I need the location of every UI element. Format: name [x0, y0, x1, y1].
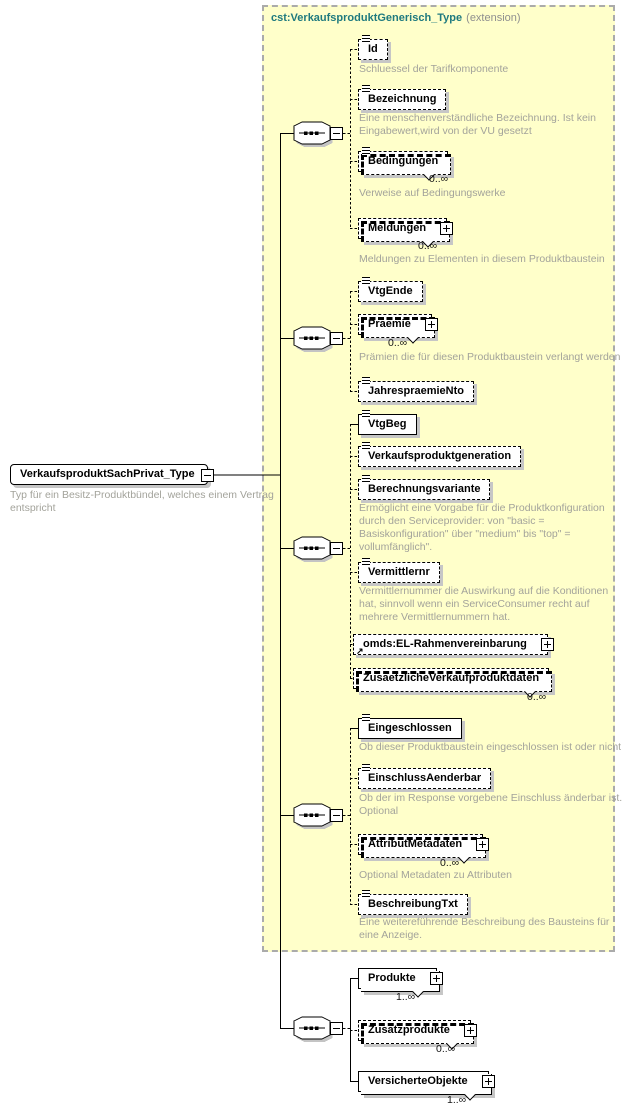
element-Praemie[interactable]: Praemie	[358, 314, 438, 344]
root-description: Typ für ein Besitz-Produktbündel, welche…	[10, 489, 274, 514]
expand-button[interactable]	[540, 637, 554, 651]
sequence-compositor[interactable]	[293, 536, 333, 562]
element-EinschlussAenderbar[interactable]: EinschlussAenderbar	[358, 764, 492, 789]
element-name: BeschreibungTxt	[368, 898, 458, 910]
element-description: Eine weitereführende Beschreibung des Ba…	[359, 916, 610, 941]
element-VtgEnde[interactable]: VtgEnde	[358, 277, 423, 302]
cardinality-label: 1..∞	[447, 1094, 467, 1106]
collapse-button[interactable]	[330, 332, 343, 345]
element-name: Eingeschlossen	[368, 722, 452, 734]
element-Id[interactable]: Id	[358, 35, 388, 60]
expand-button[interactable]	[429, 971, 443, 985]
element-name: VtgEnde	[368, 285, 413, 297]
element-name: Id	[368, 43, 378, 55]
element-Meldungen[interactable]: Meldungen	[358, 218, 454, 248]
element-VtgBeg[interactable]: VtgBeg	[358, 410, 417, 435]
element-Zusatzprodukte[interactable]: Zusatzprodukte	[358, 1020, 477, 1050]
expand-button[interactable]	[481, 1074, 495, 1088]
text-content-icon	[362, 377, 370, 385]
element-name: VersicherteObjekte	[368, 1075, 468, 1087]
element-name: Bezeichnung	[368, 93, 437, 105]
element-description: Eine menschenverständliche Bezeichnung. …	[359, 112, 596, 137]
element-name: Praemie	[368, 318, 411, 330]
cardinality-label: 0..∞	[429, 173, 449, 185]
sequence-compositor[interactable]	[293, 803, 333, 829]
element-name: omds:EL-Rahmenvereinbarung	[363, 638, 527, 650]
element-description: Vermittlernummer die Auswirkung auf die …	[359, 585, 609, 623]
sequence-compositor[interactable]	[293, 326, 333, 352]
expand-button[interactable]	[463, 1023, 477, 1037]
collapse-button[interactable]	[200, 469, 214, 482]
cardinality-label: 0..∞	[440, 857, 460, 869]
element-name: EinschlussAenderbar	[368, 772, 482, 784]
cardinality-label: 0..∞	[436, 1043, 456, 1055]
text-content-icon	[362, 442, 370, 450]
text-content-icon	[362, 277, 370, 285]
collapse-button[interactable]	[330, 809, 343, 822]
root-element-name: VerkaufsproduktSachPrivat_Type	[20, 468, 195, 480]
element-omds-EL-Rahmenvereinbarung[interactable]: ↗ omds:EL-Rahmenvereinbarung	[353, 634, 554, 656]
expand-button[interactable]	[440, 221, 454, 235]
element-name: Verkaufsproduktgeneration	[368, 450, 512, 462]
element-Eingeschlossen[interactable]: Eingeschlossen	[358, 714, 462, 739]
cardinality-label: 0..∞	[388, 337, 408, 349]
element-Vermittlernr[interactable]: Vermittlernr	[358, 558, 440, 583]
cardinality-label: 0..∞	[418, 240, 438, 252]
text-content-icon	[362, 85, 370, 93]
extension-kind-label: (extension)	[466, 12, 521, 24]
text-content-icon	[362, 35, 370, 43]
text-content-icon	[362, 558, 370, 566]
element-Bedingungen[interactable]: Bedingungen	[358, 147, 452, 181]
extension-header: cst:VerkaufsproduktGenerisch_Type(extens…	[271, 12, 521, 24]
element-name: Meldungen	[368, 222, 427, 234]
element-name: AttributMetadaten	[368, 838, 463, 850]
text-content-icon	[362, 714, 370, 722]
cardinality-label: 0..∞	[527, 691, 547, 703]
element-description: Meldungen zu Elementen in diesem Produkt…	[359, 253, 605, 265]
element-name: VtgBeg	[368, 418, 407, 430]
element-description: Ob der im Response vorgebene Einschluss …	[359, 792, 623, 817]
element-description: Verweise auf Bedingungswerke	[359, 187, 506, 199]
text-content-icon	[362, 890, 370, 898]
extension-base-type: cst:VerkaufsproduktGenerisch_Type	[271, 12, 463, 24]
element-name: ZusaetzlicheVerkaufproduktdaten	[363, 672, 540, 684]
collapse-button[interactable]	[330, 1022, 343, 1035]
collapse-button[interactable]	[330, 542, 343, 555]
element-name: Vermittlernr	[368, 566, 430, 578]
text-content-icon	[362, 147, 370, 155]
expand-button[interactable]	[476, 837, 490, 851]
text-content-icon	[362, 410, 370, 418]
root-element-VerkaufsproduktSachPrivat_Type[interactable]: VerkaufsproduktSachPrivat_Type	[10, 464, 214, 485]
element-name: Bedingungen	[368, 155, 439, 167]
element-reference-icon: ↗	[356, 646, 364, 656]
element-ZusaetzlicheVerkaufproduktdaten[interactable]: ZusaetzlicheVerkaufproduktdaten	[353, 668, 553, 698]
element-description: Schluessel der Tarifkomponente	[359, 63, 509, 75]
element-description: Ob dieser Produktbaustein eingeschlossen…	[359, 741, 622, 753]
element-name: JahrespraemieNto	[368, 385, 464, 397]
sequence-compositor[interactable]	[293, 121, 333, 147]
element-Produkte[interactable]: Produkte	[358, 968, 443, 998]
sequence-compositor[interactable]	[293, 1016, 333, 1042]
element-name: Produkte	[368, 972, 416, 984]
element-VersicherteObjekte[interactable]: VersicherteObjekte	[358, 1071, 495, 1101]
cardinality-label: 1..∞	[396, 991, 416, 1003]
element-AttributMetadaten[interactable]: AttributMetadaten	[358, 834, 490, 864]
element-Verkaufsproduktgeneration[interactable]: Verkaufsproduktgeneration	[358, 442, 522, 467]
text-content-icon	[362, 475, 370, 483]
element-name: Berechnungsvariante	[368, 483, 481, 495]
expand-button[interactable]	[424, 317, 438, 331]
element-name: Zusatzprodukte	[368, 1024, 450, 1036]
text-content-icon	[362, 764, 370, 772]
element-description: Optional Metadaten zu Attributen	[359, 869, 512, 881]
element-JahrespraemieNto[interactable]: JahrespraemieNto	[358, 377, 474, 402]
element-description: Ermöglicht eine Vorgabe für die Produktk…	[359, 502, 605, 553]
element-Bezeichnung[interactable]: Bezeichnung	[358, 85, 447, 110]
element-Berechnungsvariante[interactable]: Berechnungsvariante	[358, 475, 491, 500]
element-BeschreibungTxt[interactable]: BeschreibungTxt	[358, 890, 468, 915]
element-description: Prämien die für diesen Produktbaustein v…	[359, 351, 621, 363]
collapse-button[interactable]	[330, 127, 343, 140]
